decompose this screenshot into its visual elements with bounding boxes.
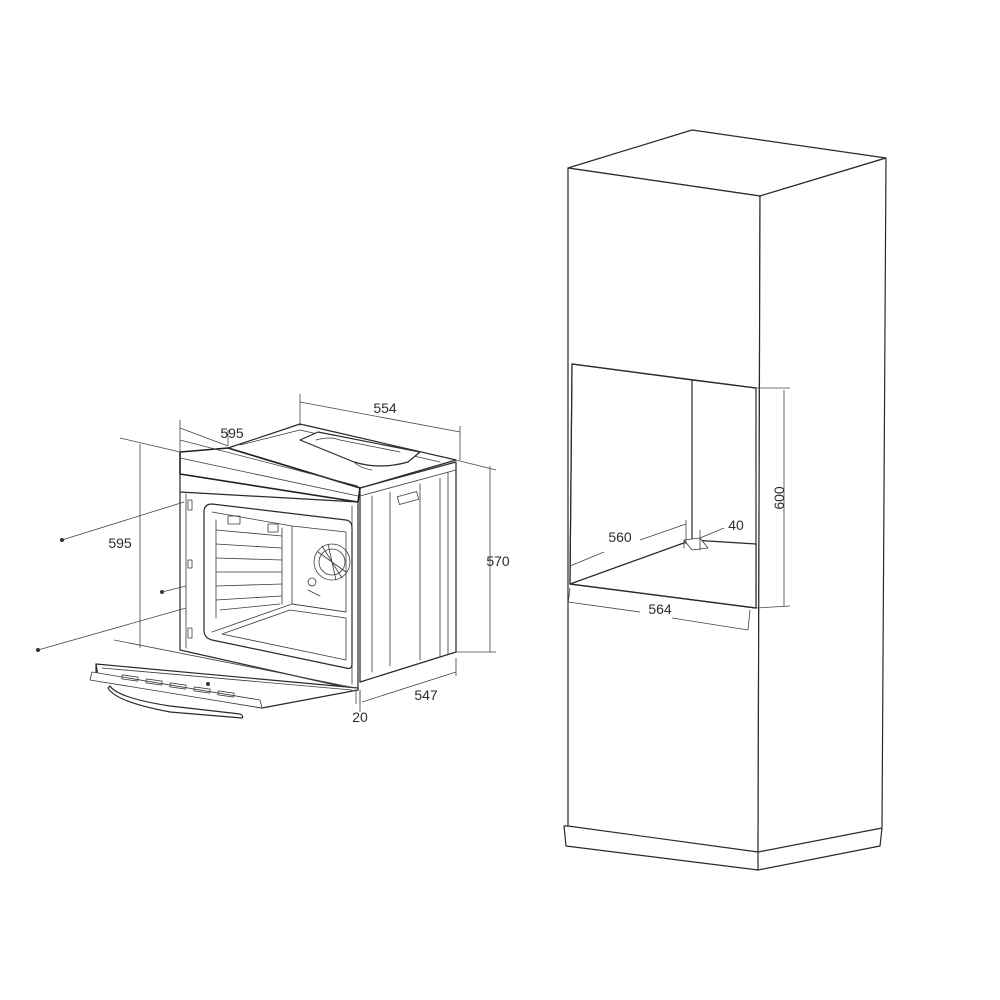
- dim-front-width-label: 595: [220, 425, 244, 441]
- screw-point-icon: [60, 538, 64, 542]
- screw-point-icon: [36, 648, 40, 652]
- cabinet-drawing: 600 560 40 564: [563, 129, 887, 871]
- dim-niche-height: [755, 387, 791, 609]
- dim-niche-depth-label: 560: [608, 529, 632, 545]
- cabinet-niche: [569, 363, 757, 609]
- oven-side-body: [359, 461, 457, 683]
- dim-body-height: [455, 459, 497, 653]
- dim-body-depth-label: 547: [414, 687, 438, 703]
- dim-niche-height-label: 600: [771, 486, 787, 510]
- dim-niche-width: [567, 587, 751, 631]
- dim-top-depth-label: 554: [373, 400, 397, 416]
- dim-vent-gap-label: 40: [728, 517, 744, 533]
- oven-drawing: 595 554 595 570 547: [36, 394, 510, 725]
- dim-top-depth: [299, 394, 461, 460]
- dim-niche-depth: [569, 520, 687, 567]
- dim-front-offset-label: 20: [352, 709, 368, 725]
- oven-front-panel: [179, 447, 361, 503]
- oven-cavity: [203, 503, 353, 670]
- screw-point-icon: [160, 590, 164, 594]
- dim-front-height-label: 595: [108, 535, 132, 551]
- dim-front-width: [179, 420, 359, 487]
- oven-extension-lines: [36, 501, 210, 686]
- dim-front-height: [113, 437, 357, 689]
- dim-body-height-label: 570: [486, 553, 510, 569]
- dim-front-offset: [355, 690, 361, 704]
- oven-door: [89, 499, 359, 719]
- screw-point-icon: [206, 682, 210, 686]
- dim-vent-gap: [699, 527, 725, 540]
- dim-niche-width-label: 564: [648, 601, 672, 617]
